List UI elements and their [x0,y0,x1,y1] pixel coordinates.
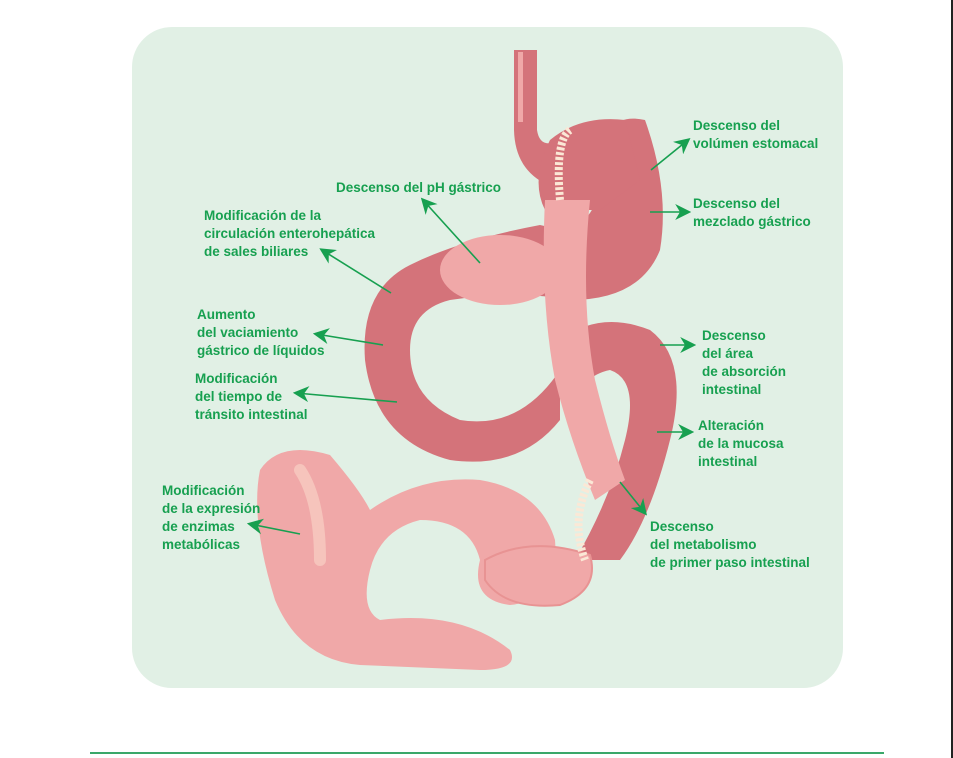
arrow-transit-time [292,386,398,403]
jejunum-loop [560,322,677,560]
label-liquid-emptying: Aumento del vaciamiento gástrico de líqu… [197,307,325,358]
label-gastric-mixing: Descenso del mezclado gástrico [693,196,811,229]
arrow-first-pass [619,481,648,516]
small-intestine [257,450,556,670]
arrow-gastric-ph [420,197,481,264]
page-edge [951,0,953,758]
arrow-enterohepatic [319,248,392,294]
arrow-liquid-emptying [312,328,384,346]
footer-divider [90,752,884,754]
label-stomach-volume: Descenso del volúmen estomacal [693,118,819,151]
label-gastric-ph: Descenso del pH gástrico [336,180,502,195]
arrow-enzymes [246,518,301,535]
label-mucosa: Alteración de la mucosa intestinal [698,418,784,469]
arrow-stomach-volume [650,137,691,171]
label-enterohepatic: Modificación de la circulación enterohep… [204,208,376,259]
label-transit-time: Modificación del tiempo de tránsito inte… [195,371,308,422]
gastric-pouch [538,119,640,210]
roux-limb [543,200,625,500]
label-absorption-area: Descenso del área de absorción intestina… [702,328,787,397]
staple-line [554,126,573,201]
label-enzymes: Modificación de la expresión de enzimas … [162,483,261,552]
label-first-pass: Descenso del metabolismo de primer paso … [650,519,810,570]
